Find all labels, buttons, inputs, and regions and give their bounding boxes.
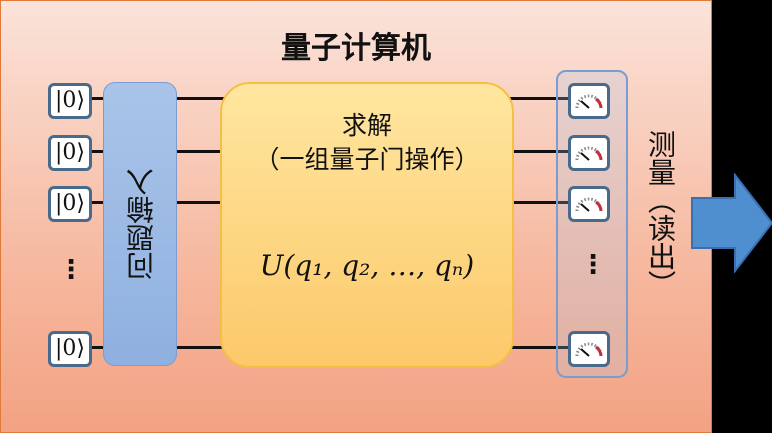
solve-sublabel: （一组量子门操作） [254, 145, 480, 174]
output-arrow-icon [691, 173, 772, 273]
qubit-ket: |0⟩ [48, 186, 92, 222]
problem-input-box: 问题输入 [103, 82, 177, 366]
solve-box: 求解 （一组量子门操作） U(q₁, q₂, …, qₙ) [220, 82, 514, 368]
diagram-title: 量子计算机 [281, 31, 431, 66]
measurement-label: 测量（读出） [644, 130, 677, 298]
meter-icon [568, 83, 610, 119]
qubit-ket: |0⟩ [48, 83, 92, 119]
qubit-ellipsis: ⋮ [58, 255, 84, 285]
meter-icon [568, 135, 610, 171]
qubit-ket: |0⟩ [48, 331, 92, 367]
meter-icon [568, 186, 610, 222]
measurement-group [556, 70, 628, 378]
unitary-formula: U(q₁, q₂, …, qₙ) [259, 249, 475, 282]
meter-icon [568, 331, 610, 367]
qubit-ket: |0⟩ [48, 135, 92, 171]
problem-input-label: 问题输入 [125, 168, 158, 280]
meter-ellipsis: ⋮ [580, 250, 606, 280]
solve-label: 求解 [341, 111, 392, 140]
